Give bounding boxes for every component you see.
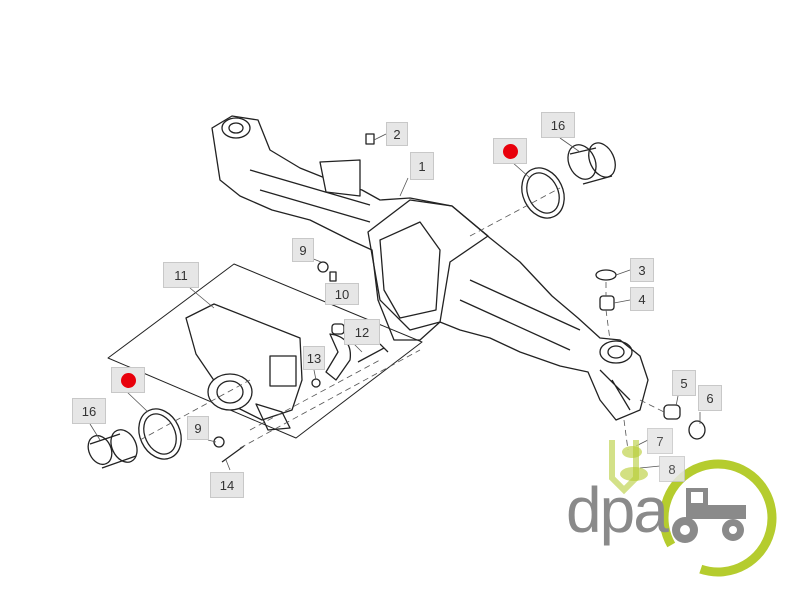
callout-2: 2 bbox=[386, 122, 408, 146]
callout-5: 5 bbox=[672, 370, 696, 396]
seal-ring-top bbox=[521, 167, 565, 219]
bolt-14 bbox=[221, 445, 245, 463]
seal-ring-left bbox=[138, 408, 182, 460]
tractor-icon bbox=[672, 488, 746, 543]
bearing-cap bbox=[325, 333, 352, 381]
bushing-16-left bbox=[87, 429, 138, 469]
callout-9-top: 9 bbox=[292, 238, 314, 262]
callout-13: 13 bbox=[303, 346, 325, 370]
callout-highlight-left bbox=[111, 367, 145, 393]
callout-11: 11 bbox=[163, 262, 199, 288]
callout-10: 10 bbox=[325, 283, 359, 305]
callout-8: 8 bbox=[659, 456, 685, 482]
nut-9-bottom bbox=[213, 436, 225, 448]
bushing-16-top bbox=[567, 142, 616, 185]
callout-14: 14 bbox=[210, 472, 244, 498]
washer-6 bbox=[688, 420, 706, 440]
logo-text: dpa bbox=[566, 474, 669, 546]
callout-6: 6 bbox=[698, 385, 722, 411]
callout-4: 4 bbox=[630, 287, 654, 311]
red-dot-marker bbox=[502, 143, 518, 159]
logo-gear-ring bbox=[659, 459, 777, 577]
callout-7: 7 bbox=[647, 428, 673, 454]
axle-housing bbox=[211, 115, 649, 421]
callout-9-bottom: 9 bbox=[187, 416, 209, 440]
logo-wheat-icon bbox=[609, 440, 639, 495]
bush-5 bbox=[663, 404, 681, 420]
callout-16-left: 16 bbox=[72, 398, 106, 424]
red-dot-marker bbox=[120, 372, 136, 388]
differential-carrier bbox=[185, 303, 303, 431]
callout-highlight-top bbox=[493, 138, 527, 164]
bolt-12 bbox=[357, 343, 389, 363]
callout-3: 3 bbox=[630, 258, 654, 282]
callout-1: 1 bbox=[410, 152, 434, 180]
pin-10 bbox=[329, 271, 337, 282]
callout-12: 12 bbox=[344, 319, 380, 345]
plug-2 bbox=[365, 133, 375, 145]
callout-16-top: 16 bbox=[541, 112, 575, 138]
assembly-outline bbox=[107, 263, 423, 439]
nut-9-top bbox=[317, 261, 329, 273]
